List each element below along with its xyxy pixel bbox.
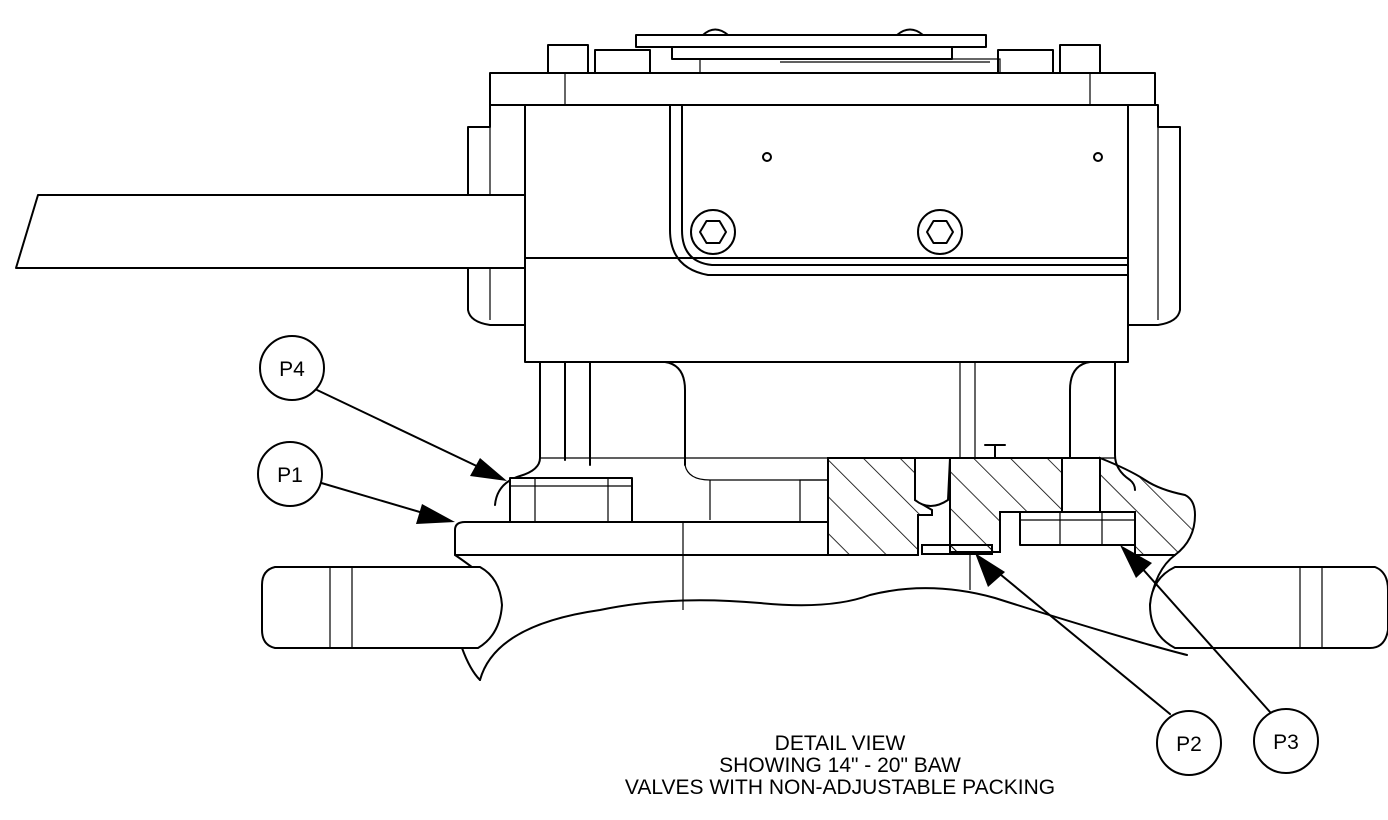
caption-line-1: DETAIL VIEW xyxy=(774,732,906,755)
hex-nut-left xyxy=(509,477,633,523)
handle-bar xyxy=(15,194,526,269)
callout-p3-label: P3 xyxy=(1273,731,1299,754)
callout-p1-label: P1 xyxy=(277,464,303,487)
top-cover-plate xyxy=(547,28,1101,74)
valve-body xyxy=(261,522,1388,681)
callout-p2-label: P2 xyxy=(1176,733,1202,756)
detail-view-caption: DETAIL VIEW SHOWING 14" - 20" BAW VALVES… xyxy=(560,733,1120,799)
callout-p3: P3 xyxy=(1120,545,1319,774)
callout-p1: P1 xyxy=(257,441,455,524)
cross-section xyxy=(827,444,1197,556)
gearbox-housing xyxy=(467,72,1181,363)
callout-p4: P4 xyxy=(259,335,507,481)
caption-line-3: VALVES WITH NON-ADJUSTABLE PACKING xyxy=(624,776,1056,799)
callout-p4-label: P4 xyxy=(279,358,305,381)
mounting-flange xyxy=(454,521,1176,556)
inner-recess xyxy=(684,464,829,523)
hex-nut-right xyxy=(1019,511,1136,546)
callout-p2: P2 xyxy=(975,553,1222,776)
caption-line-2: SHOWING 14" - 20" BAW xyxy=(719,754,961,777)
